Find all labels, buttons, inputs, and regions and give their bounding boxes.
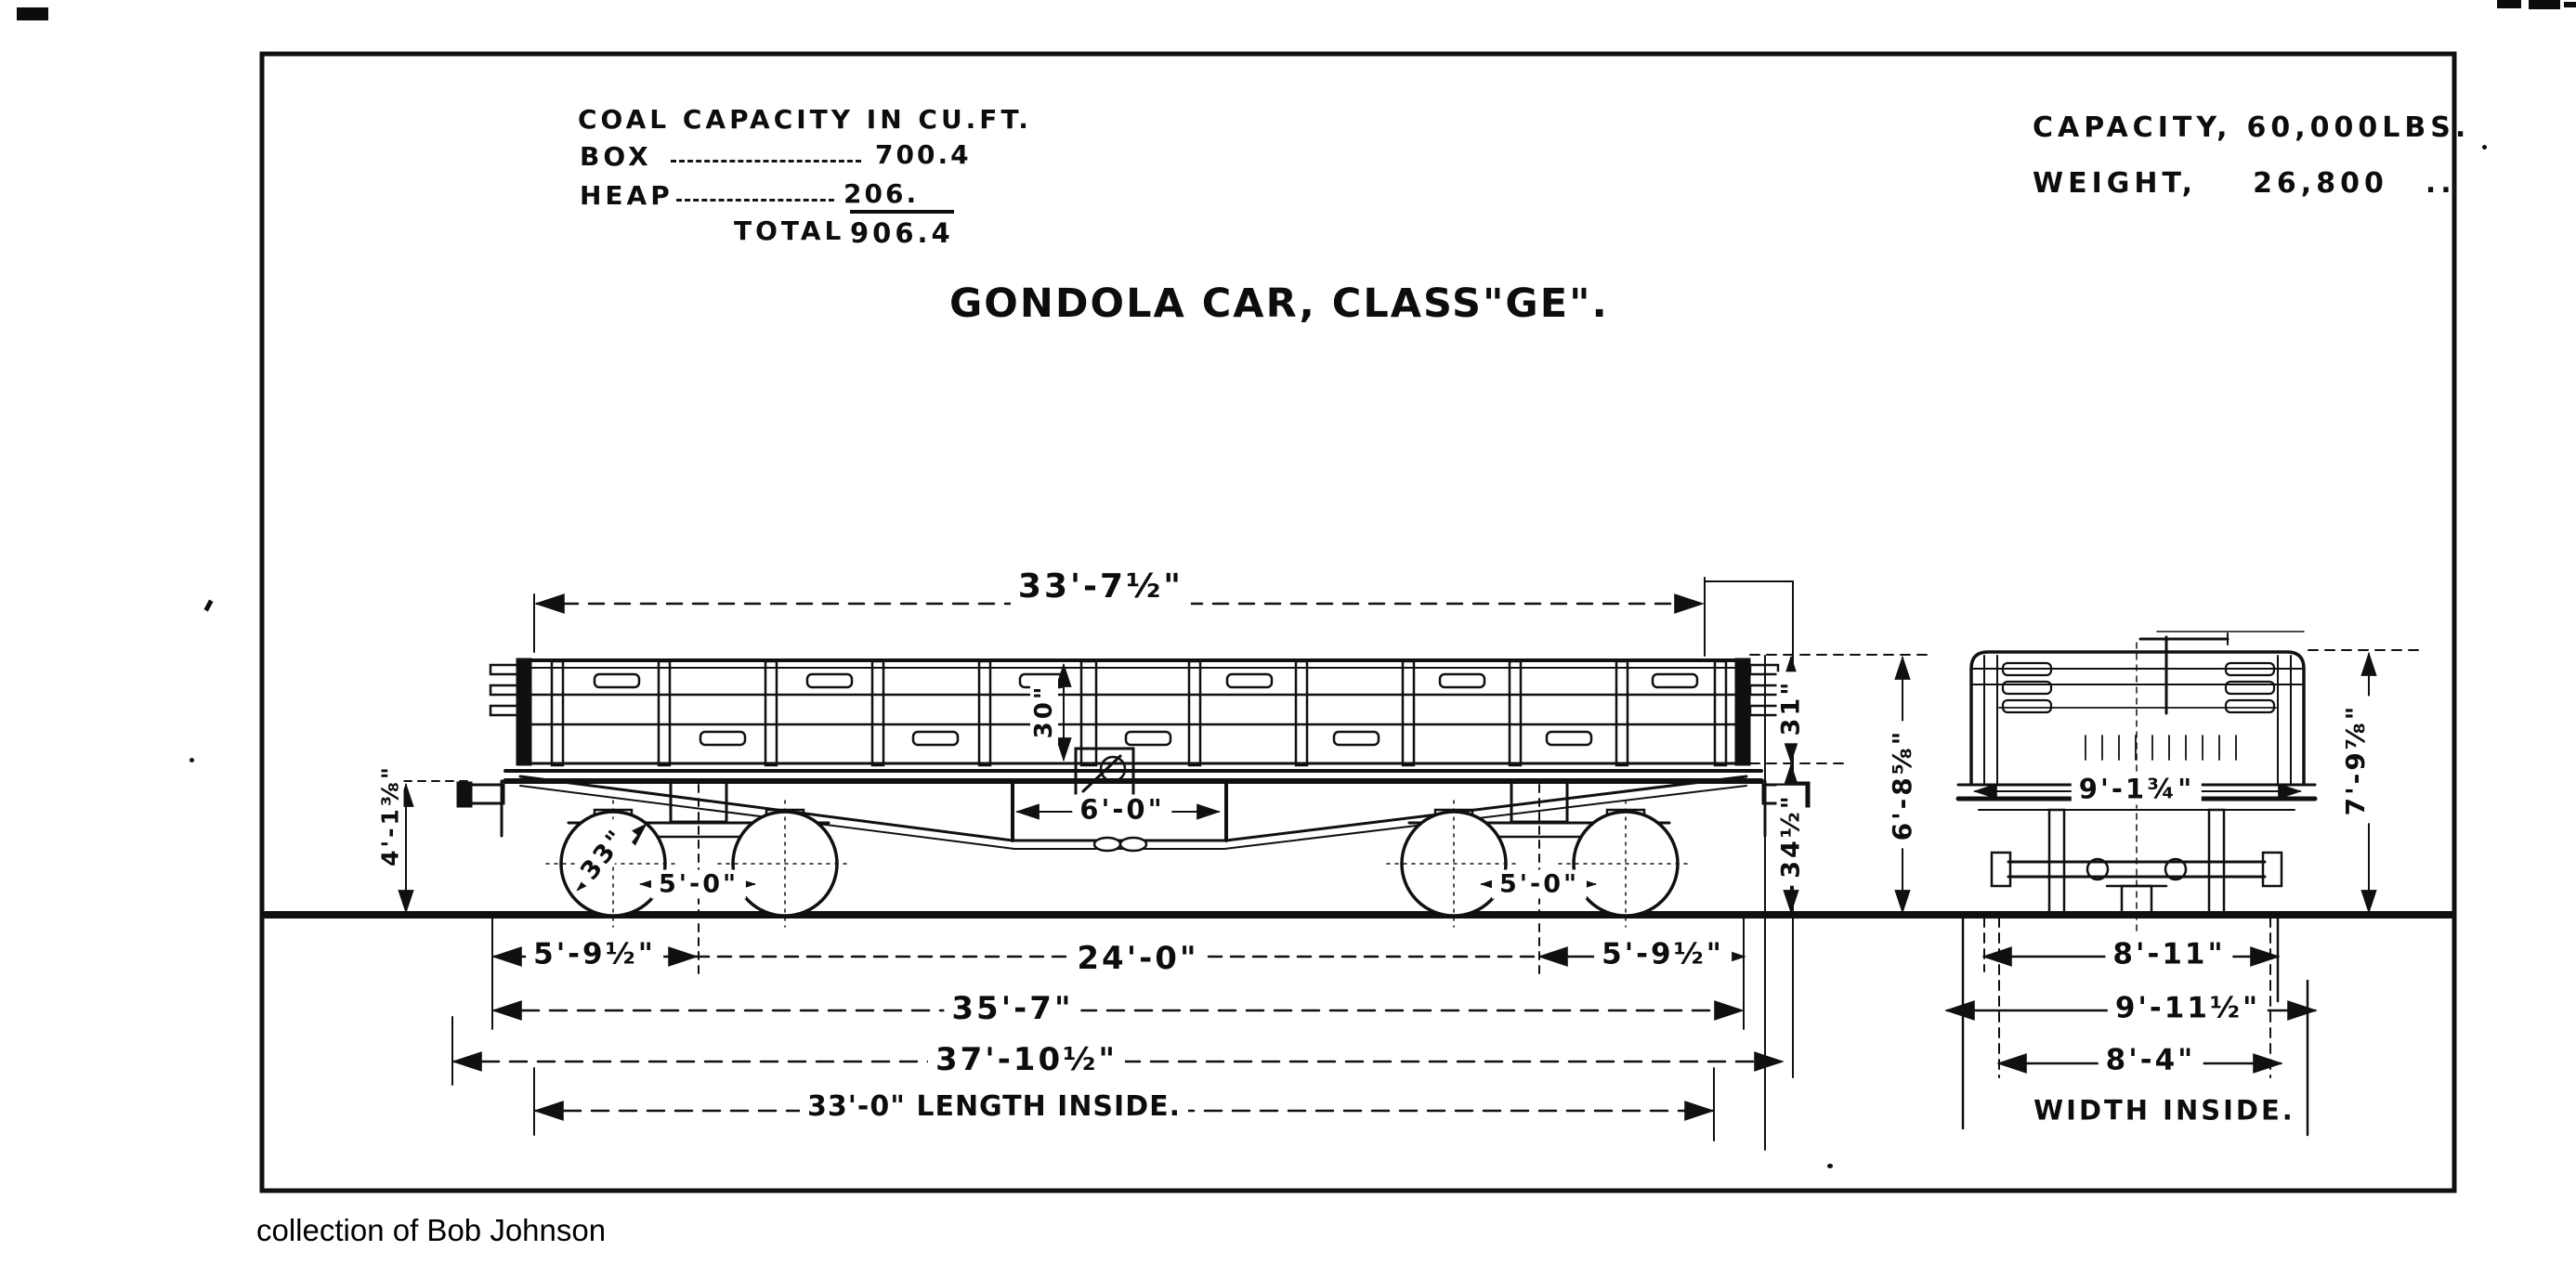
weight-label: WEIGHT, [2033, 167, 2198, 200]
dim-length-over-stakes: 33'-7½" [1010, 568, 1192, 606]
coal-heap-leader [676, 199, 834, 202]
capacity-line: CAPACITY, 60,000LBS. [2033, 111, 2470, 144]
coal-heap-value: 206. [843, 178, 920, 209]
weight-value: 26,800 [2253, 167, 2388, 200]
dim-wheelbase-rear: 5'-0" [1491, 869, 1588, 899]
dim-truck-centers: 24'-0" [1069, 941, 1207, 976]
capacity-value: 60,000LBS. [2246, 111, 2471, 144]
weight-line: WEIGHT, 26,800.. [2033, 167, 2456, 200]
dim-length-inside: 33'-0" LENGTH INSIDE. [800, 1091, 1188, 1123]
scan-artifact [2529, 0, 2560, 9]
side-view-drawing [456, 658, 1811, 853]
right-truck-drawing [1386, 779, 1693, 978]
scan-artifact [17, 7, 48, 20]
scan-artifact [2497, 0, 2521, 8]
dim-width-inside-label: WIDTH INSIDE. [2026, 1095, 2303, 1127]
dim-width-inside-value: 8'-4" [2098, 1044, 2203, 1077]
dim-end-overhang-left: 5'-9½" [526, 938, 663, 971]
coal-total-value: 906.4 [850, 210, 954, 249]
scan-artifact [1827, 1164, 1833, 1168]
scan-artifact [2482, 145, 2487, 150]
coal-heap-label: HEAP [580, 180, 673, 211]
dim-width-over-box: 8'-11" [2105, 938, 2233, 971]
dim-side-height: 31" [1776, 671, 1806, 744]
coal-box-leader [671, 160, 861, 163]
dim-length-over-couplers: 37'-10½" [927, 1042, 1126, 1077]
dim-wheelbase-front: 5'-0" [650, 869, 747, 899]
scan-artifact [2564, 2, 2576, 7]
dim-width-over-sheathing: 9'-1¾" [2071, 774, 2203, 805]
dim-end-overhang-right: 5'-9½" [1594, 938, 1732, 971]
coal-box-label: BOX [580, 141, 652, 172]
drawing-title: GONDOLA CAR, CLASS"GE". [949, 280, 1609, 327]
dim-overall-height: 6'-8⅝" [1887, 721, 1917, 849]
dim-height-over-side: 7'-9⅞" [2340, 696, 2371, 824]
weight-ditto: .. [2425, 167, 2456, 200]
dim-queen-post-spacing: 6'-0" [1072, 794, 1172, 826]
scan-artifact [190, 758, 194, 762]
dim-coupler-height: 4'-1⅜" [376, 757, 404, 874]
capacity-label: CAPACITY, [2033, 111, 2232, 144]
coal-total-label: TOTAL [734, 215, 845, 246]
drawing-frame [259, 51, 2457, 1193]
dim-width-overall: 9'-11½" [2107, 992, 2269, 1025]
coal-table-title: COAL CAPACITY IN CU.FT. [578, 104, 1032, 135]
dim-length-over-end-sills: 35'-7" [944, 991, 1081, 1026]
coal-box-value: 700.4 [875, 139, 972, 170]
dim-side-depth: 30" [1030, 676, 1058, 747]
caption: collection of Bob Johnson [256, 1213, 607, 1247]
dim-floor-height: 34½" [1776, 786, 1806, 886]
